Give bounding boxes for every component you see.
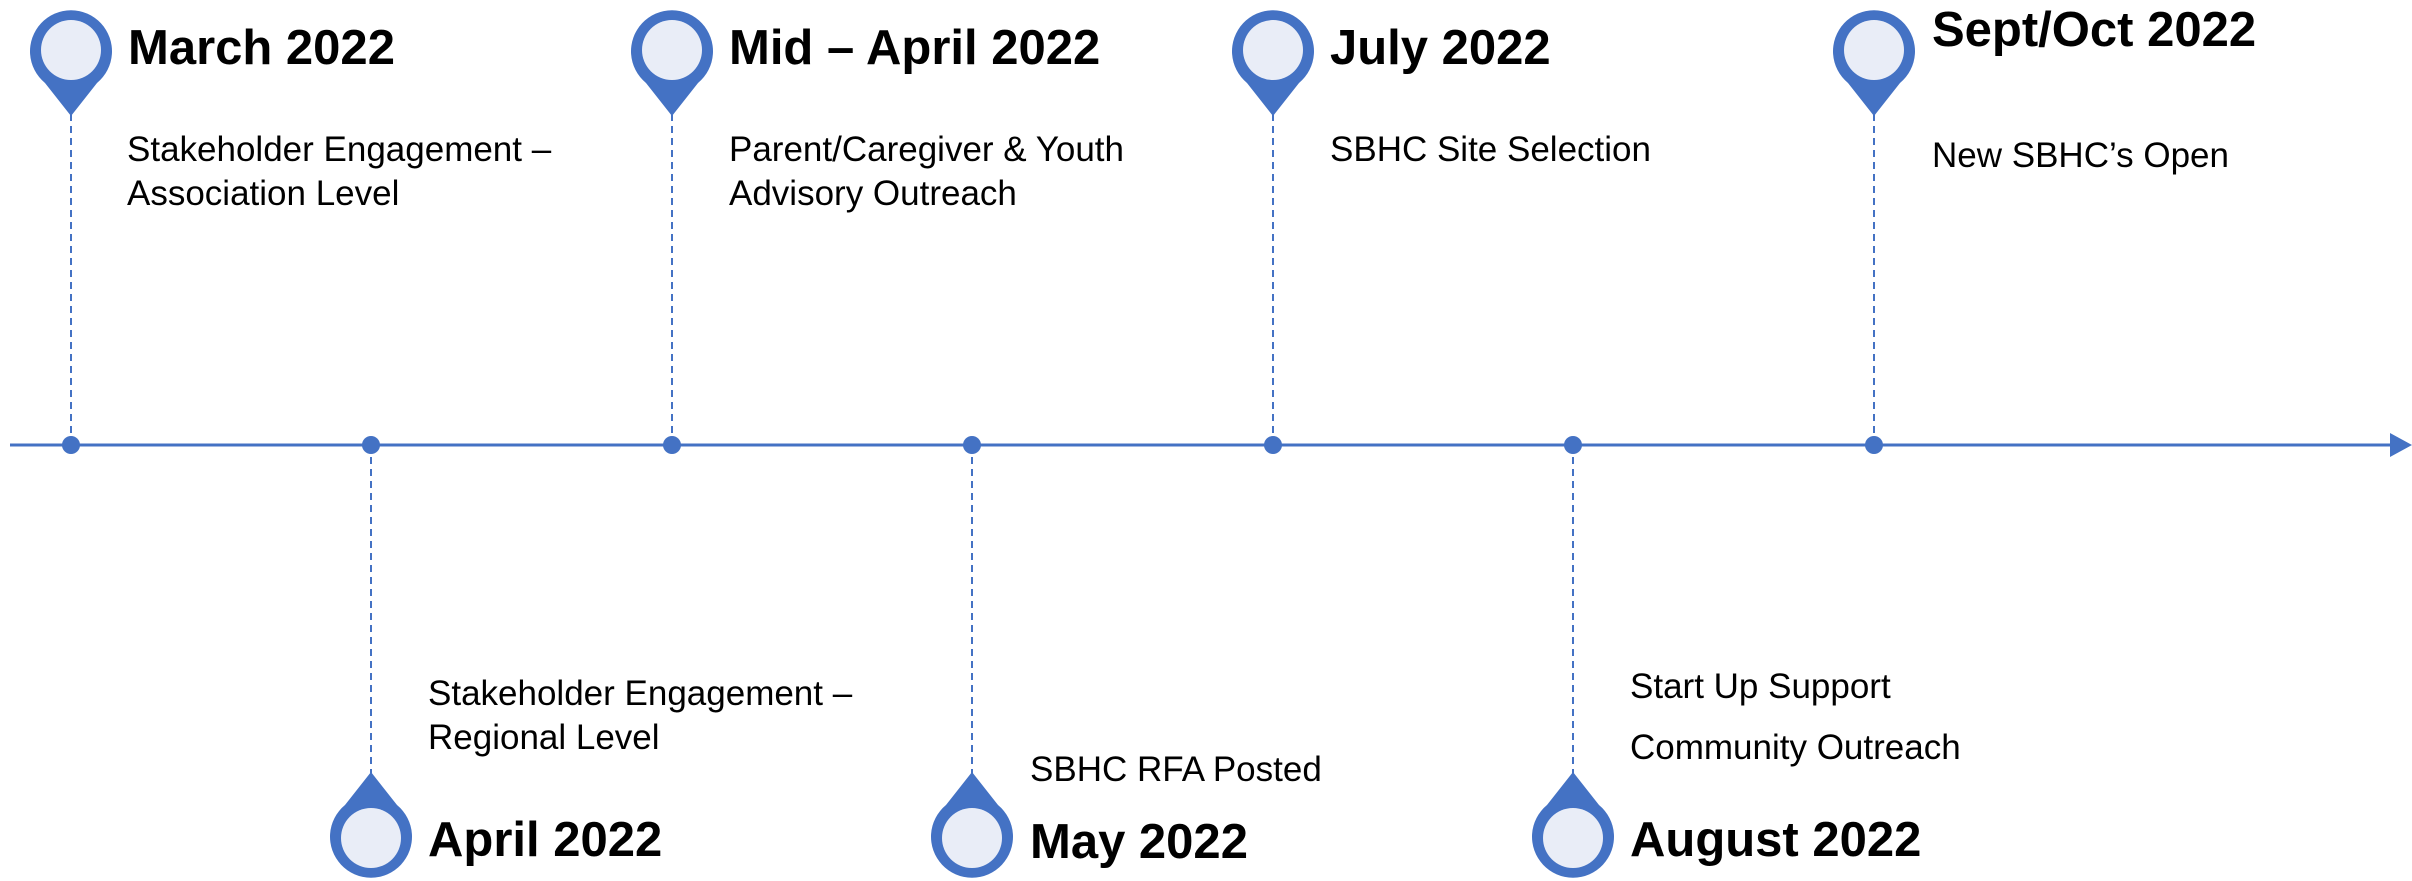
milestone-title-mid-april-2022: Mid – April 2022 [729, 21, 1101, 75]
pin-inner-circle [341, 808, 401, 868]
description-line: SBHC Site Selection [1330, 130, 1651, 169]
milestone-dot-august-2022 [1564, 436, 1582, 454]
milestone-dot-mid-april-2022 [663, 436, 681, 454]
timeline-arrow-icon [2390, 433, 2412, 457]
milestone-description-april-2022: Stakeholder Engagement – Regional Level [428, 672, 852, 760]
milestone-title-sept-oct-2022: Sept/Oct 2022 [1932, 3, 2257, 57]
description-line: Start Up Support [1630, 667, 1891, 706]
pin-inner-circle [942, 808, 1002, 868]
description-line: Stakeholder Engagement – [428, 674, 853, 713]
milestone-dot-sept-oct-2022 [1865, 436, 1883, 454]
milestone-description-march-2022: Stakeholder Engagement – Association Lev… [127, 128, 551, 216]
milestone-description-may-2022: SBHC RFA Posted [1030, 748, 1322, 792]
milestone-title-march-2022: March 2022 [128, 21, 395, 75]
milestone-dot-may-2022 [963, 436, 981, 454]
description-line: Parent/Caregiver & Youth [729, 130, 1124, 169]
milestone-title-july-2022: July 2022 [1330, 21, 1551, 75]
description-line: Advisory Outreach [729, 174, 1017, 213]
milestone-dot-april-2022 [362, 436, 380, 454]
milestone-title-april-2022: April 2022 [428, 813, 663, 867]
pin-inner-circle [1844, 20, 1904, 80]
description-line: Stakeholder Engagement – [127, 130, 552, 169]
milestone-title-august-2022: August 2022 [1630, 813, 1922, 867]
milestone-description-august-2022: Start Up Support Community Outreach [1630, 656, 1961, 778]
description-line: Regional Level [428, 718, 660, 757]
pin-inner-circle [642, 20, 702, 80]
milestone-title-may-2022: May 2022 [1030, 815, 1248, 869]
pin-inner-circle [41, 20, 101, 80]
milestone-dot-july-2022 [1264, 436, 1282, 454]
pin-inner-circle [1543, 808, 1603, 868]
pin-inner-circle [1243, 20, 1303, 80]
milestone-dot-march-2022 [62, 436, 80, 454]
description-line: New SBHC’s Open [1932, 136, 2229, 175]
description-line: Association Level [127, 174, 400, 213]
description-line: SBHC RFA Posted [1030, 750, 1322, 789]
milestone-description-july-2022: SBHC Site Selection [1330, 128, 1651, 172]
milestone-description-mid-april-2022: Parent/Caregiver & Youth Advisory Outrea… [729, 128, 1124, 216]
milestone-description-sept-oct-2022: New SBHC’s Open [1932, 134, 2229, 178]
description-line: Community Outreach [1630, 728, 1961, 767]
